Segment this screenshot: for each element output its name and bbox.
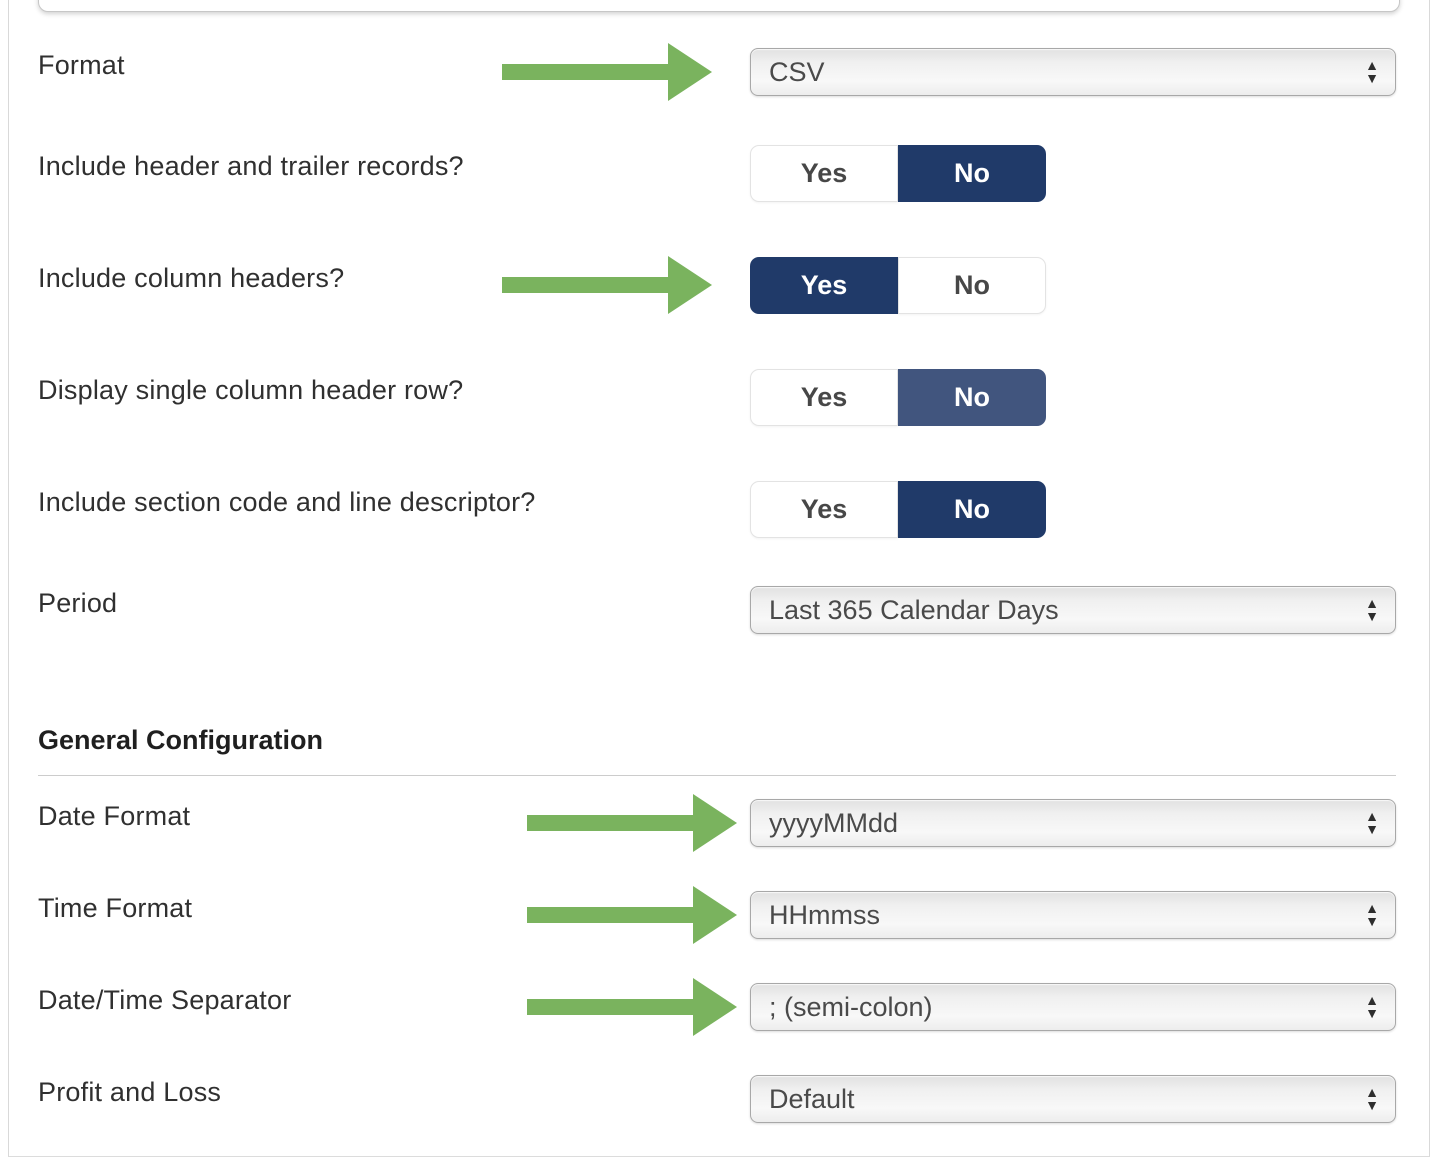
include-column-headers-no-button[interactable]: No — [898, 257, 1046, 314]
datetime-separator-select-value: ; (semi-colon) — [769, 991, 933, 1022]
display-single-column-header-row-label: Display single column header row? — [38, 375, 464, 405]
include-section-code-no-button[interactable]: No — [898, 481, 1046, 538]
include-section-code-toggle: Yes No — [750, 481, 1046, 538]
select-spinner-icon: ▲▼ — [1365, 595, 1379, 624]
green-arrow-icon — [527, 794, 737, 852]
display-single-column-header-row-yes-button[interactable]: Yes — [750, 369, 898, 426]
include-column-headers-label: Include column headers? — [38, 263, 345, 293]
include-header-trailer-no-button[interactable]: No — [898, 145, 1046, 202]
format-select[interactable]: CSV ▲▼ — [750, 48, 1396, 96]
period-select-value: Last 365 Calendar Days — [769, 594, 1059, 625]
green-arrow-icon — [527, 978, 737, 1036]
profit-and-loss-select[interactable]: Default ▲▼ — [750, 1075, 1396, 1123]
include-column-headers-yes-button[interactable]: Yes — [750, 257, 898, 314]
include-column-headers-toggle: Yes No — [750, 257, 1046, 314]
time-format-select[interactable]: HHmmss ▲▼ — [750, 891, 1396, 939]
green-arrow-icon — [502, 256, 712, 314]
include-header-trailer-toggle: Yes No — [750, 145, 1046, 202]
format-select-value: CSV — [769, 56, 825, 87]
date-format-select-value: yyyyMMdd — [769, 807, 899, 838]
green-arrow-icon — [502, 43, 712, 101]
period-label: Period — [38, 588, 118, 618]
time-format-label: Time Format — [38, 893, 193, 923]
datetime-separator-select[interactable]: ; (semi-colon) ▲▼ — [750, 983, 1396, 1031]
include-header-trailer-yes-button[interactable]: Yes — [750, 145, 898, 202]
time-format-select-value: HHmmss — [769, 899, 880, 930]
include-header-trailer-label: Include header and trailer records? — [38, 151, 464, 181]
profit-and-loss-select-value: Default — [769, 1083, 855, 1114]
select-spinner-icon: ▲▼ — [1365, 992, 1379, 1021]
datetime-separator-label: Date/Time Separator — [38, 985, 292, 1015]
select-spinner-icon: ▲▼ — [1365, 1084, 1379, 1113]
select-spinner-icon: ▲▼ — [1365, 808, 1379, 837]
display-single-column-header-row-toggle: Yes No — [750, 369, 1046, 426]
display-single-column-header-row-no-button[interactable]: No — [898, 369, 1046, 426]
format-label: Format — [38, 50, 125, 80]
green-arrow-icon — [527, 886, 737, 944]
select-spinner-icon: ▲▼ — [1365, 900, 1379, 929]
include-section-code-label: Include section code and line descriptor… — [38, 487, 536, 517]
include-section-code-yes-button[interactable]: Yes — [750, 481, 898, 538]
section-divider — [38, 775, 1396, 776]
profit-and-loss-label: Profit and Loss — [38, 1077, 222, 1107]
date-format-label: Date Format — [38, 801, 191, 831]
cropped-field-above[interactable] — [38, 0, 1400, 12]
date-format-select[interactable]: yyyyMMdd ▲▼ — [750, 799, 1396, 847]
period-select[interactable]: Last 365 Calendar Days ▲▼ — [750, 586, 1396, 634]
select-spinner-icon: ▲▼ — [1365, 57, 1379, 86]
general-configuration-heading: General Configuration — [38, 725, 324, 755]
